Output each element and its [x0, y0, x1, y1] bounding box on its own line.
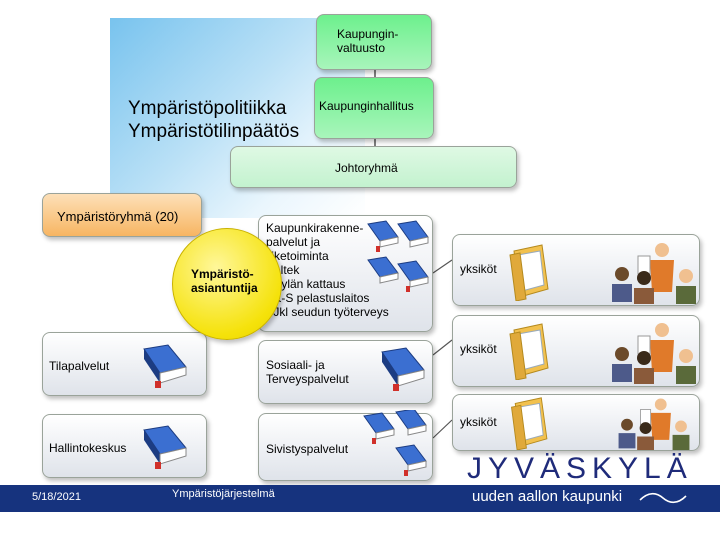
policy-text: Ympäristöpolitiikka Ympäristötilinpäätös [128, 97, 299, 143]
manual-books-icon [367, 220, 429, 292]
urban-services-box: Kaupunkirakenne- palvelut ja liiketoimin… [258, 215, 433, 332]
city-government-label: Kaupunginhallitus [319, 99, 414, 113]
city-council-box: Kaupungin- valtuusto [316, 14, 432, 70]
facilities-box: Tilapalvelut [42, 332, 207, 396]
wave-logo-icon [639, 492, 687, 504]
city-council-label: Kaupungin- valtuusto [337, 27, 399, 55]
manual-book-icon [381, 347, 425, 391]
management-label: Johtoryhmä [335, 161, 398, 175]
units-label-3: yksiköt [460, 415, 497, 429]
education-box: Sivistyspalvelut [258, 413, 433, 481]
people-group-icon [612, 243, 696, 304]
city-logo-slogan: uuden aallon kaupunki [472, 488, 623, 505]
social-health-label: Sosiaali- ja Terveyspalvelut [266, 358, 349, 386]
folder-icon [509, 244, 549, 301]
environment-group-label: Ympäristöryhmä (20) [57, 209, 179, 224]
education-label: Sivistyspalvelut [266, 442, 349, 456]
manual-books-icon [363, 410, 427, 476]
environment-expert-label: Ympäristö- asiantuntija [191, 267, 258, 295]
people-group-icon [618, 398, 690, 450]
management-box: Johtoryhmä [230, 146, 517, 188]
policy-line-2: Ympäristötilinpäätös [128, 121, 300, 142]
policy-line-1: Ympäristöpolitiikka [128, 98, 287, 119]
environment-group-box: Ympäristöryhmä (20) [42, 193, 202, 237]
folder-icon [509, 323, 549, 380]
administration-label: Hallintokeskus [49, 441, 127, 455]
city-government-box: Kaupunginhallitus [314, 77, 434, 139]
city-logo-name: JYVÄSKYLÄ [467, 452, 693, 485]
footer-bar [0, 485, 720, 512]
manual-book-icon [143, 425, 187, 469]
folder-icon [510, 397, 548, 450]
manual-book-icon [143, 344, 187, 388]
footer-date: 5/18/2021 [32, 491, 81, 503]
environment-expert-circle: Ympäristö- asiantuntija [172, 228, 282, 340]
units-label-1: yksiköt [460, 262, 497, 276]
units-label-2: yksiköt [460, 342, 497, 356]
facilities-label: Tilapalvelut [49, 359, 110, 373]
people-group-icon [612, 323, 696, 384]
footer-title: Ympäristöjärjestelmä [172, 488, 275, 500]
